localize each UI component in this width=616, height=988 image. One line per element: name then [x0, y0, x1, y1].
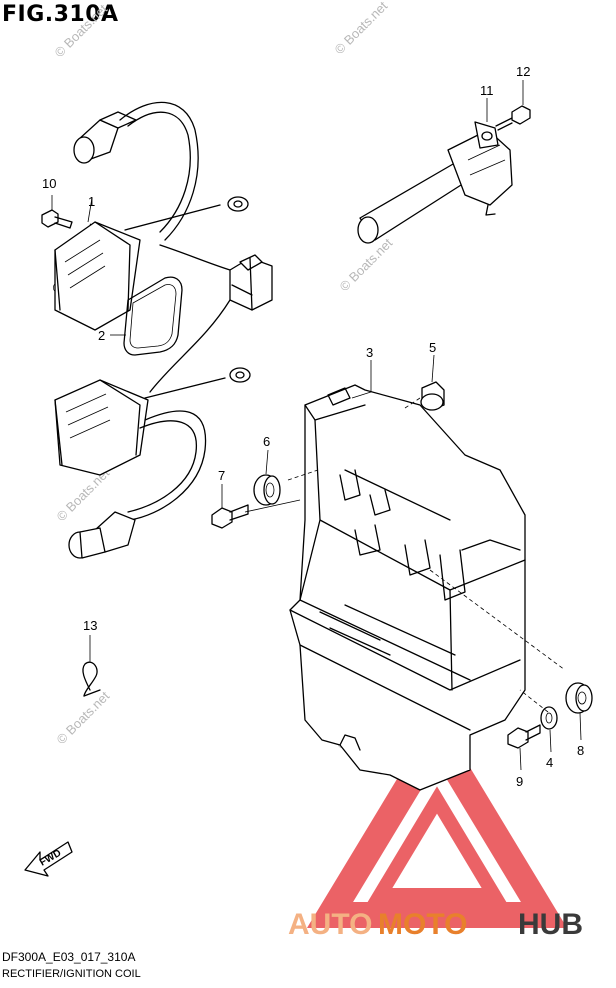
brand-part-auto: AUTO	[288, 908, 372, 941]
bolt-10	[41, 209, 73, 229]
callout-numbers: 1 2 3 4 5 6 7 8 9 10 11 12 13	[42, 64, 584, 789]
bolt-12	[495, 105, 531, 131]
figure-code: DF300A_E03_017_310A	[2, 950, 136, 964]
brand-part-moto: MOTO	[378, 908, 467, 941]
rectifier-upper	[54, 101, 249, 331]
figure-title: FIG.310A	[2, 2, 119, 27]
ignition-coil	[357, 121, 513, 244]
watermark-text: © Boats.net	[54, 465, 113, 524]
fwd-direction-badge: FWD	[24, 841, 73, 877]
callout-8: 8	[577, 743, 584, 758]
grommet-6	[253, 474, 281, 506]
watermark-text: © Boats.net	[54, 688, 113, 747]
bracket	[289, 384, 526, 791]
callout-9: 9	[516, 774, 523, 789]
brand-part-hub: HUB	[518, 908, 583, 941]
brand-triangle-logo	[306, 712, 568, 928]
callout-3: 3	[366, 345, 373, 360]
clip-13	[82, 661, 101, 697]
watermark-text: © Boats.net	[52, 1, 111, 60]
washer-4	[540, 706, 558, 730]
leader-lines	[51, 80, 582, 771]
gasket	[123, 276, 183, 356]
callout-5: 5	[429, 340, 436, 355]
watermark-text: © Boats.net	[332, 0, 391, 57]
callout-12: 12	[516, 64, 530, 79]
wiring-connector	[229, 254, 273, 311]
figure-caption: RECTIFIER/IGNITION COIL	[2, 968, 141, 980]
grommet-5	[420, 381, 445, 411]
bolt-9	[507, 724, 541, 749]
callout-2: 2	[98, 328, 105, 343]
watermark-text: © Boats.net	[337, 235, 396, 294]
callout-1: 1	[88, 194, 95, 209]
rectifier-lower	[54, 299, 251, 559]
bolt-7	[211, 504, 249, 529]
brand-wordmark: AUTO MOTO HUB	[288, 908, 583, 941]
callout-13: 13	[83, 618, 97, 633]
callout-10: 10	[42, 176, 56, 191]
callout-4: 4	[546, 755, 553, 770]
callout-7: 7	[218, 468, 225, 483]
callout-11: 11	[480, 83, 494, 98]
grommet-8	[565, 682, 593, 714]
callout-6: 6	[263, 434, 270, 449]
